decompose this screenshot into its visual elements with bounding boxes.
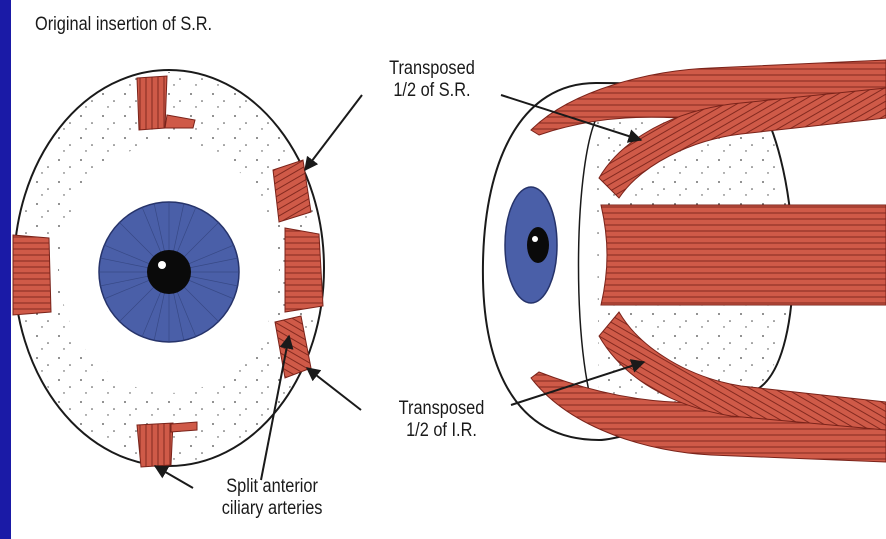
label-transposed-ir: Transposed 1/2 of I.R. <box>377 398 506 442</box>
side-view-eye <box>483 60 886 462</box>
arrow-to-split-lower <box>155 466 193 488</box>
label-transposed-sr-line1: Transposed <box>361 58 503 80</box>
lateral-rectus <box>285 228 323 312</box>
front-view-eye <box>13 70 324 467</box>
label-transposed-ir-line2: 1/2 of I.R. <box>377 420 506 442</box>
figure-panel: Original insertion of S.R. Transposed 1/… <box>11 0 886 539</box>
label-split-arteries-line1: Split anterior <box>199 476 345 498</box>
label-transposed-ir-line1: Transposed <box>377 398 506 420</box>
front-pupil <box>147 250 191 294</box>
arrow-to-front-ir <box>307 368 361 410</box>
label-split-arteries-line2: ciliary arteries <box>199 498 345 520</box>
label-transposed-sr: Transposed 1/2 of S.R. <box>361 58 503 102</box>
label-original-insertion: Original insertion of S.R. <box>35 14 212 36</box>
label-split-arteries: Split anterior ciliary arteries <box>199 476 345 520</box>
arrow-to-front-sr <box>305 95 362 170</box>
label-transposed-sr-line2: 1/2 of S.R. <box>361 80 503 102</box>
side-lateral-rectus <box>601 205 886 305</box>
side-pupil <box>527 227 549 263</box>
medial-rectus <box>13 235 51 315</box>
